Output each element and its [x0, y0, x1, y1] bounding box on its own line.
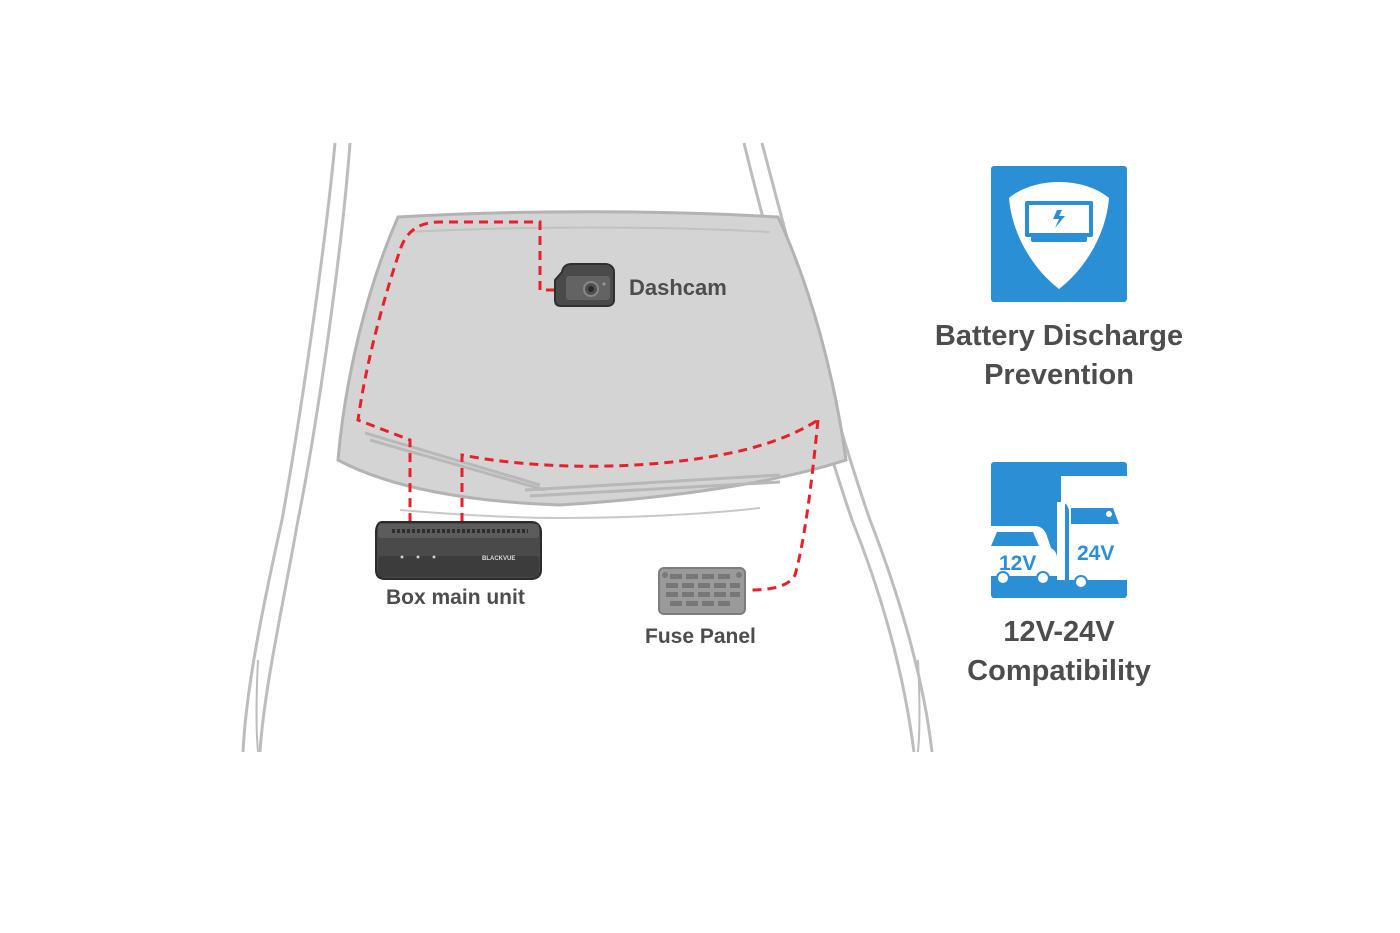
hood-line [399, 507, 761, 520]
box-brand-label: BLACKVUE [482, 556, 515, 562]
windshield-inner-edge [407, 226, 771, 233]
fuse-panel-device [658, 567, 746, 615]
wire-dashcam [356, 220, 555, 522]
voltage-compatibility-caption: 12V-24V Compatibility [909, 613, 1209, 691]
dashcam-device [554, 263, 615, 307]
badge-12v: 12V [999, 552, 1036, 575]
caption-line: Battery Discharge [934, 320, 1184, 352]
car-truck-voltage-icon: 12V 24V [991, 462, 1127, 598]
box-main-unit-device: BLACKVUE [375, 521, 542, 580]
wipers [364, 431, 781, 498]
badge-24v: 24V [1077, 542, 1114, 565]
dashcam-label: Dashcam [629, 275, 727, 300]
wire-box-windshield [460, 418, 819, 522]
fuse-panel-label: Fuse Panel [645, 625, 756, 648]
caption-line: 12V-24V [1003, 616, 1115, 648]
battery-shield-icon [991, 166, 1127, 302]
caption-line: Compatibility [967, 655, 1151, 687]
windshield [336, 210, 848, 507]
wire-fuse [749, 419, 820, 592]
battery-discharge-caption: Battery Discharge Prevention [909, 317, 1209, 395]
wiring [356, 220, 820, 592]
caption-line: Prevention [984, 359, 1134, 391]
box-main-unit-label: Box main unit [386, 586, 525, 609]
